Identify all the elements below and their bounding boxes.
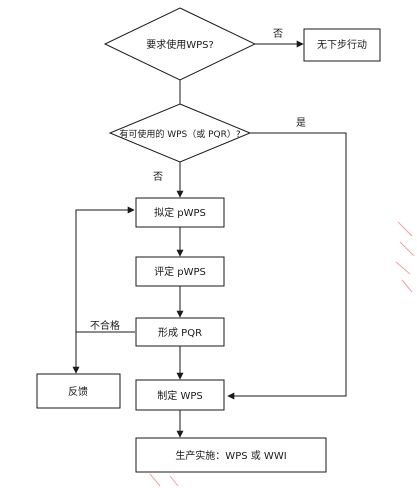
edge-label-no-1: 否 — [273, 28, 283, 40]
box-make-wps — [135, 379, 225, 411]
shapes — [36, 7, 381, 473]
box-form-pqr — [135, 317, 225, 347]
label-available-wps: 有可使用的 WPS（或 PQR）? — [119, 128, 241, 140]
decision-require-wps — [103, 7, 257, 81]
label-draft-pwps: 拟定 pWPS — [154, 206, 206, 219]
label-require-wps: 要求使用WPS? — [146, 38, 214, 51]
edge-label-fail: 不合格 — [90, 319, 120, 332]
connectors — [72, 40, 347, 438]
box-eval-pwps — [135, 256, 225, 287]
label-production: 生产实施：WPS 或 WWI — [175, 449, 286, 462]
box-draft-pwps — [135, 197, 225, 228]
label-eval-pwps: 评定 pWPS — [154, 265, 206, 278]
edge-label-no-2: 否 — [153, 171, 163, 183]
node-labels: 要求使用WPS? 无下步行动 有可使用的 WPS（或 PQR）? 拟定 pWPS… — [68, 38, 367, 462]
edge-fail-loop — [75, 206, 135, 333]
scan-mark-bottom — [149, 473, 179, 487]
scan-mark-right — [395, 221, 415, 293]
label-make-wps: 制定 WPS — [157, 389, 202, 402]
decision-available-wps — [108, 103, 252, 163]
label-form-pqr: 形成 PQR — [158, 327, 202, 339]
edge-q-available-yes — [227, 132, 347, 400]
box-no-action — [303, 28, 381, 62]
edge-label-yes: 是 — [296, 117, 306, 129]
label-feedback: 反馈 — [68, 385, 88, 398]
box-production — [135, 437, 327, 473]
scan-marks — [149, 221, 415, 487]
box-feedback — [36, 373, 121, 409]
edge-labels: 否 是 否 不合格 — [90, 28, 306, 332]
label-no-action: 无下步行动 — [317, 38, 367, 51]
